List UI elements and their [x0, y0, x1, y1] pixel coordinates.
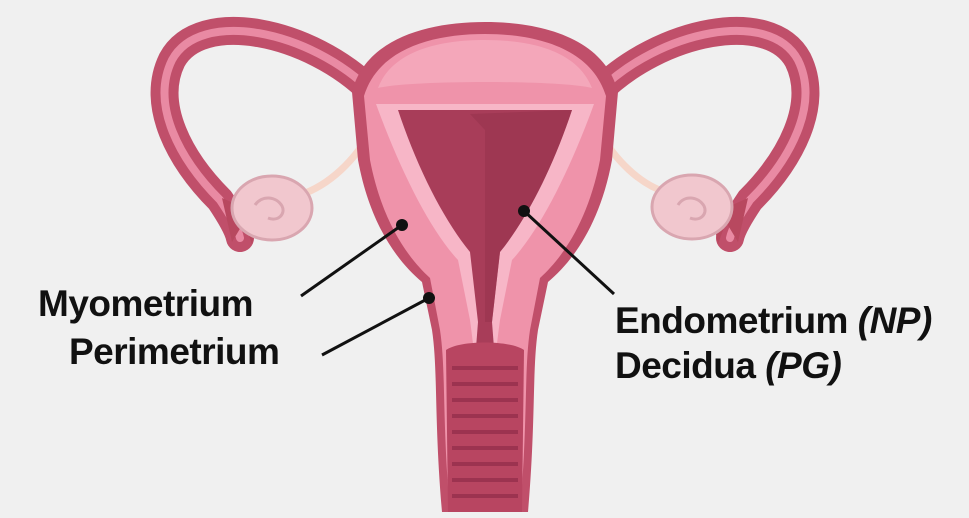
myometrium-label: Myometrium — [38, 282, 253, 326]
perimetrium-leader — [322, 298, 429, 355]
left-ovary — [232, 176, 312, 240]
perimetrium-label: Perimetrium — [69, 330, 279, 374]
endometrium-label: Endometrium (NP) — [615, 299, 932, 343]
myometrium-leader — [301, 225, 402, 296]
pg-abbreviation: (PG) — [765, 345, 841, 386]
endometrium-label-text: Endometrium — [615, 300, 858, 341]
perimetrium-dot — [423, 292, 435, 304]
np-abbreviation: (NP) — [858, 300, 932, 341]
decidua-label: Decidua (PG) — [615, 344, 841, 388]
decidua-label-text: Decidua — [615, 345, 765, 386]
right-ovary — [652, 175, 732, 239]
vaginal-canal — [446, 343, 524, 513]
myometrium-dot — [396, 219, 408, 231]
endometrium-dot — [518, 205, 530, 217]
